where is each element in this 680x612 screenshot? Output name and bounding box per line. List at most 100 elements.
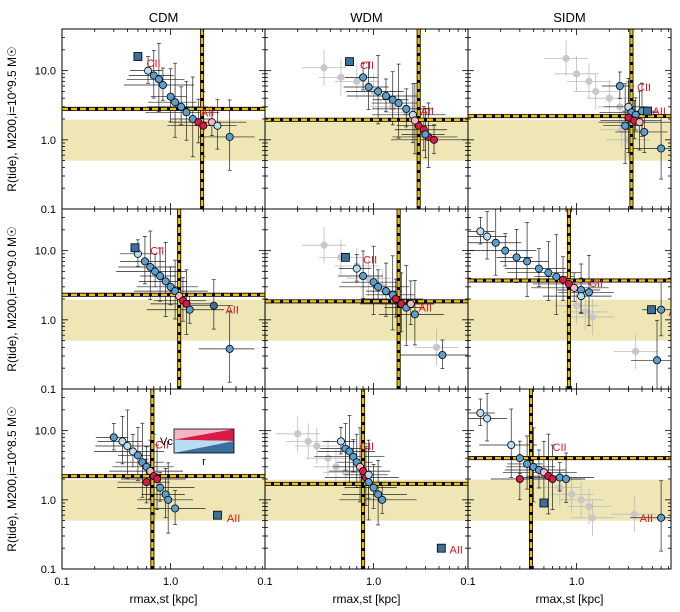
grey-point — [630, 510, 638, 518]
data-point — [364, 470, 373, 479]
data-point — [570, 283, 579, 292]
data-point — [336, 437, 345, 446]
square-marker — [341, 252, 350, 262]
data-point — [438, 351, 447, 360]
data-point — [352, 264, 361, 273]
data-point — [374, 490, 383, 499]
grey-point — [632, 347, 640, 355]
panel-plot-area: CII AII — [62, 29, 265, 209]
data-point — [410, 310, 419, 319]
point-label: CII — [155, 440, 169, 452]
legend-vc-r: Vcr — [160, 428, 235, 468]
data-point — [182, 108, 191, 117]
data-point — [402, 104, 411, 113]
x-tick-label: 1.0 — [366, 576, 381, 588]
data-point — [109, 433, 118, 442]
point-label: CII — [589, 278, 603, 290]
ticks — [467, 388, 671, 570]
y-tick-label: 10.0 — [35, 66, 56, 78]
point-label: CII — [553, 442, 567, 454]
point-label: AII — [227, 513, 240, 525]
panel-plot-area: CII AII — [468, 209, 680, 389]
grey-point — [341, 468, 350, 476]
point-label: CII — [147, 58, 161, 70]
ticks — [61, 28, 265, 210]
ticks — [264, 208, 468, 390]
row-label: R(tide), M200,i=10^8.5 M☉ — [5, 406, 19, 551]
data-point — [378, 495, 387, 504]
data-point — [548, 474, 557, 483]
data-point — [491, 238, 500, 247]
data-point — [374, 282, 383, 291]
data-point — [483, 414, 492, 423]
point-label: AII — [419, 303, 432, 315]
column-title: WDM — [350, 10, 383, 25]
y-tick-label: 0.1 — [41, 204, 56, 216]
square-marker — [539, 498, 549, 508]
data-point — [515, 454, 524, 463]
data-point — [142, 478, 151, 487]
x-tick-label: 1.0 — [163, 576, 178, 588]
data-point — [544, 268, 553, 277]
legend-blue — [174, 441, 234, 453]
data-point — [615, 81, 624, 90]
point-label: AII — [225, 305, 238, 317]
data-point — [621, 121, 630, 130]
data-point — [394, 99, 403, 108]
ticks — [467, 208, 671, 390]
panel-frame — [61, 208, 266, 390]
legend-frame — [173, 428, 235, 454]
data-point — [564, 279, 573, 288]
grey-point — [320, 241, 328, 249]
y-tick-label: 0.1 — [41, 564, 56, 576]
point-label: AII — [640, 513, 653, 525]
data-point — [177, 102, 186, 111]
data-point — [657, 305, 666, 314]
panel-frame — [61, 28, 266, 210]
grey-point — [605, 94, 613, 102]
grey-point — [573, 70, 581, 78]
grey-point — [324, 454, 332, 462]
point-label: AII — [201, 107, 214, 119]
data-point — [161, 277, 170, 286]
panel-sidm-row2: CII AII — [467, 388, 672, 570]
grey-point — [568, 490, 576, 498]
shaded-band — [265, 479, 468, 521]
grey-point — [577, 496, 585, 504]
column-title: SIDM — [553, 10, 586, 25]
data-point — [359, 467, 368, 476]
y-tick-label: 10.0 — [35, 246, 56, 258]
data-point — [213, 121, 222, 130]
panel-plot-area: CII AII — [62, 389, 265, 569]
grey-point — [294, 430, 302, 438]
grey-point — [313, 442, 321, 450]
y-tick-label: 1.0 — [41, 315, 56, 327]
y-tick-label: 1.0 — [41, 135, 56, 147]
data-point — [171, 504, 180, 513]
x-tick-label: 1.0 — [569, 576, 584, 588]
legend-lightblue — [174, 439, 234, 453]
x-tick-label: 0.1 — [54, 576, 69, 588]
point-label: AII — [668, 307, 680, 319]
data-point — [207, 118, 216, 127]
row-label: R(tide), M200,i=10^9.5 M☉ — [5, 46, 19, 191]
data-point — [507, 441, 516, 450]
data-point — [657, 144, 666, 153]
point-label: CII — [360, 60, 374, 72]
grey-point — [432, 343, 441, 351]
data-point — [635, 118, 644, 127]
data-point — [534, 264, 543, 273]
grey-point — [592, 87, 600, 96]
data-point — [158, 81, 167, 90]
point-label: CII — [637, 82, 651, 94]
data-point — [146, 263, 155, 272]
data-point — [123, 441, 132, 450]
grey-point — [588, 514, 597, 522]
data-point — [144, 66, 153, 75]
data-point — [381, 92, 390, 101]
